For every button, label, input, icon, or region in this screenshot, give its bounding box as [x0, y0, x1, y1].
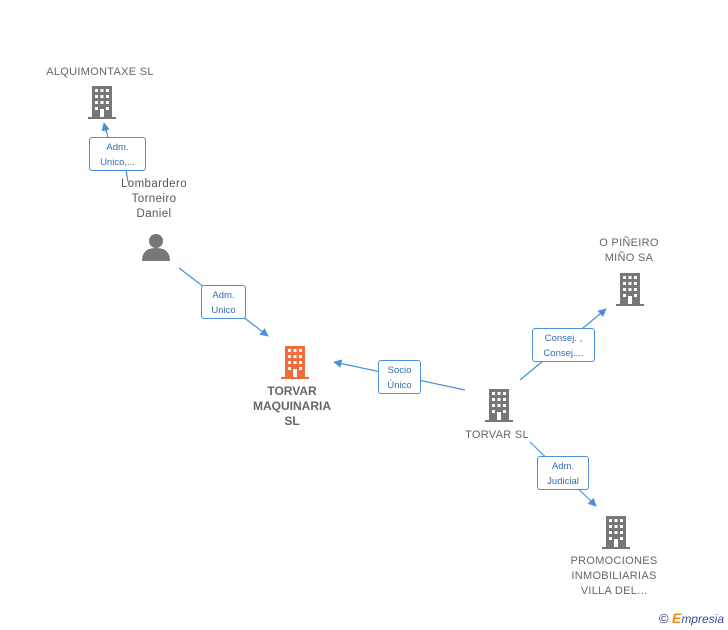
node-label-line: Torneiro [131, 193, 177, 205]
edge-label-torvar-sl-promociones[interactable]: Adm. Judicial [537, 456, 589, 490]
node-label-promociones[interactable]: PROMOCIONES INMOBILIARIAS VILLA DEL... [554, 554, 674, 599]
node-label-alquimontaxe[interactable]: ALQUIMONTAXE SL [46, 66, 154, 78]
empresia-footer[interactable]: © Empresia [659, 610, 724, 626]
edge-label-line: Único [387, 380, 412, 391]
person-icon[interactable] [141, 232, 171, 262]
building-icon[interactable] [86, 84, 118, 120]
building-icon[interactable] [600, 514, 632, 550]
edge-label-line: Unico [211, 305, 236, 316]
edge-label-lombardero-torvar-maquinaria[interactable]: Adm. Unico [201, 285, 246, 319]
edge-label-torvar-sl-torvar-maquinaria[interactable]: Socio Único [378, 360, 421, 394]
node-label-line: MIÑO SA [604, 252, 654, 264]
node-label-line: PROMOCIONES [570, 555, 658, 567]
empresia-logo-text: mpresia [681, 612, 724, 626]
edge-label-line: Socio [387, 365, 412, 376]
edge-label-line: Adm. [106, 142, 129, 153]
edge-label-line: Consej.... [543, 348, 584, 359]
edge-arrow-lombardero-alquimontaxe [101, 122, 110, 133]
copyright-symbol: © [659, 611, 669, 626]
edge-label-lombardero-alquimontaxe[interactable]: Adm. Unico,... [89, 137, 146, 171]
building-icon[interactable] [279, 344, 311, 380]
node-label-torvar-maquinaria[interactable]: TORVAR MAQUINARIA SL [232, 384, 352, 429]
node-label-line: INMOBILIARIAS [571, 570, 657, 582]
edge-label-line: Adm. [551, 461, 575, 472]
node-label-line: Lombardero [120, 178, 187, 190]
node-label-torvar-sl[interactable]: TORVAR SL [465, 429, 529, 441]
node-label-line: VILLA DEL... [580, 585, 648, 597]
building-icon[interactable] [614, 271, 646, 307]
node-label-line: MAQUINARIA [253, 399, 331, 413]
node-label-lombardero[interactable]: Lombardero Torneiro Daniel [94, 177, 214, 222]
node-label-pineiro[interactable]: O PIÑEIRO MIÑO SA [579, 236, 679, 266]
edge-label-line: Judicial [547, 476, 579, 487]
edge-label-torvar-sl-pineiro[interactable]: Consej. , Consej.... [532, 328, 595, 362]
building-icon[interactable] [483, 387, 515, 423]
edge-label-line: Consej. , [544, 333, 583, 344]
node-label-line: O PIÑEIRO [599, 237, 659, 249]
edge-label-line: Unico,... [100, 157, 135, 168]
node-label-line: TORVAR [267, 384, 317, 398]
empresia-logo-e: E [671, 610, 682, 626]
node-label-line: Daniel [136, 208, 172, 220]
edge-label-line: Adm. [212, 290, 235, 301]
node-label-line: SL [284, 414, 300, 428]
